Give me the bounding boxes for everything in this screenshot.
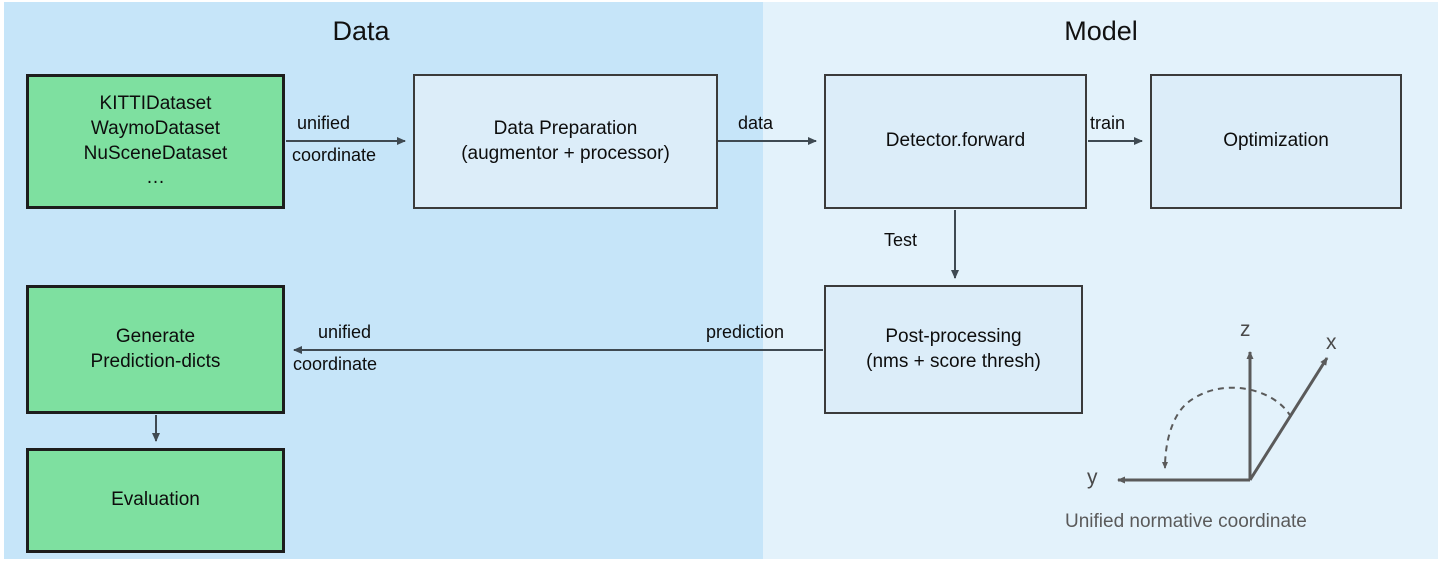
edge-label-unified-bottom: unified xyxy=(318,322,372,342)
edge-label-train: train xyxy=(1090,113,1126,133)
coord-label-y: y xyxy=(1087,466,1098,489)
node-detector-forward[interactable]: Detector.forward xyxy=(824,74,1087,209)
node-generate-prediction-dicts[interactable]: Generate Prediction-dicts xyxy=(26,285,285,414)
node-optimization[interactable]: Optimization xyxy=(1150,74,1402,209)
edge-label-prediction: prediction xyxy=(706,322,785,342)
section-title-data: Data xyxy=(332,16,390,46)
edge-label-unified-top: unified xyxy=(297,113,351,133)
coord-label-x: x xyxy=(1326,331,1337,354)
edge-label-data: data xyxy=(738,113,774,133)
node-data-preparation[interactable]: Data Preparation (augmentor + processor) xyxy=(413,74,718,209)
section-title-model: Model xyxy=(1064,16,1138,46)
coord-label-z: z xyxy=(1240,318,1251,341)
node-datasets[interactable]: KITTIDataset WaymoDataset NuSceneDataset… xyxy=(26,74,285,209)
node-evaluation[interactable]: Evaluation xyxy=(26,448,285,553)
edge-label-coordinate-top: coordinate xyxy=(292,145,377,165)
node-post-processing[interactable]: Post-processing (nms + score thresh) xyxy=(824,285,1083,414)
edge-label-test: Test xyxy=(884,230,918,250)
coord-caption: Unified normative coordinate xyxy=(1065,511,1307,532)
edge-label-coordinate-bottom: coordinate xyxy=(293,354,378,374)
